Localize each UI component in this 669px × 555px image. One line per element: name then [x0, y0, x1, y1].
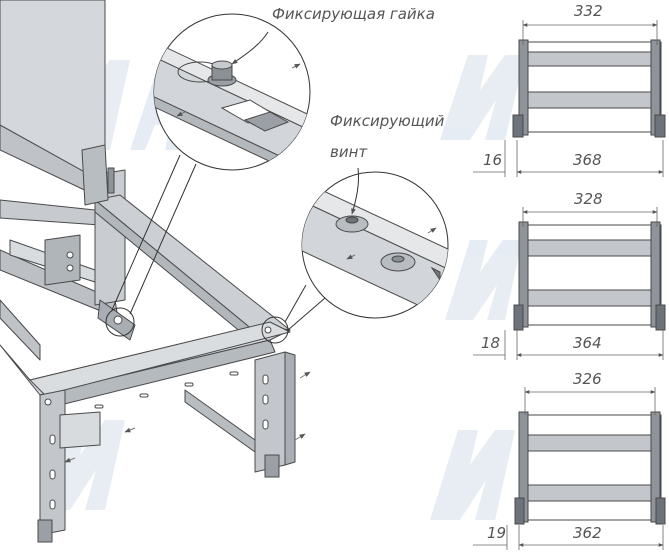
- dim-top-width-2: 328: [574, 190, 603, 208]
- dimension-lines: [473, 20, 664, 550]
- callout-nut-label: Фиксирующая гайка: [272, 5, 435, 23]
- dim-top-width-1: 332: [574, 2, 603, 20]
- dim-bottom-width-3: 362: [573, 524, 602, 542]
- zoom-detail-screw: [301, 167, 449, 319]
- dim-bottom-width-1: 368: [573, 151, 602, 169]
- drawer-frame-perspective: [0, 0, 296, 543]
- dim-offset-2: 18: [481, 334, 501, 352]
- dim-top-width-3: 326: [573, 370, 602, 388]
- zoom-detail-nut: [153, 13, 311, 171]
- callout-leader-lines: [105, 154, 326, 344]
- callout-screw-label-line2: винт: [330, 143, 368, 161]
- direction-arrows: [64, 371, 311, 463]
- dim-bottom-width-2: 364: [573, 334, 602, 352]
- callout-screw-label-line1: Фиксирующий: [330, 112, 445, 130]
- section-view-1: [512, 39, 666, 138]
- dim-offset-1: 16: [483, 151, 503, 169]
- section-view-3: [514, 411, 666, 525]
- section-view-2: [513, 221, 666, 331]
- dim-offset-3: 19: [487, 524, 507, 542]
